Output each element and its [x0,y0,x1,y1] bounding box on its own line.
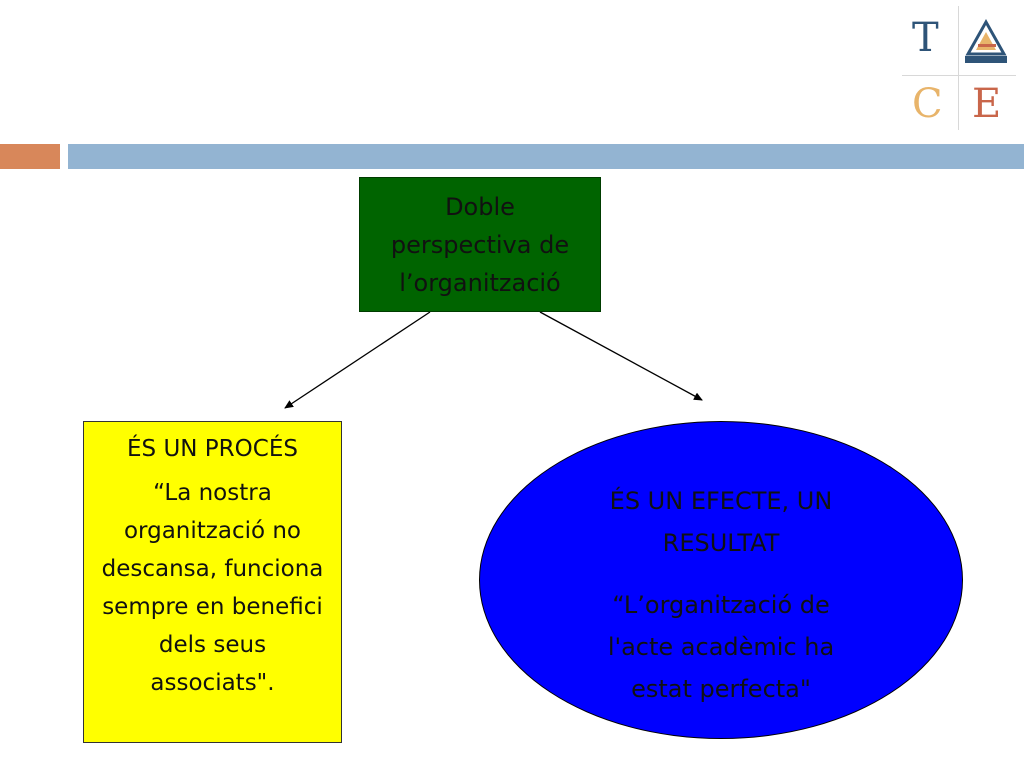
effect-quote: “L’organització de l'acte acadèmic ha es… [607,591,835,703]
header-accent-bar-orange [0,144,60,169]
header-accent-bar-blue [68,144,1024,169]
logo-letter-c: C [912,81,943,127]
logo-divider-horizontal [902,75,1016,76]
effect-heading: ÉS UN EFECTE, UN RESULTAT [609,487,833,557]
logo-letter-e: E [972,81,1002,127]
arrow-to-effect [539,311,703,401]
logo-divider-vertical [958,6,959,130]
top-concept-label: Doble perspectiva de l’organització [390,192,570,297]
process-heading: ÉS UN PROCÉS [127,436,298,462]
process-quote: “La nostra organització no descansa, fun… [101,480,324,696]
top-concept-box: Doble perspectiva de l’organització [359,177,601,312]
logo-letter-t: T [912,15,939,61]
process-box: ÉS UN PROCÉS “La nostra organització no … [83,421,342,743]
triangle-logo-mark-icon [965,18,1007,63]
effect-ellipse: ÉS UN EFECTE, UN RESULTAT “L’organitzaci… [479,421,963,739]
tce-logo: T C E [900,6,1018,132]
arrow-to-process [284,311,431,409]
